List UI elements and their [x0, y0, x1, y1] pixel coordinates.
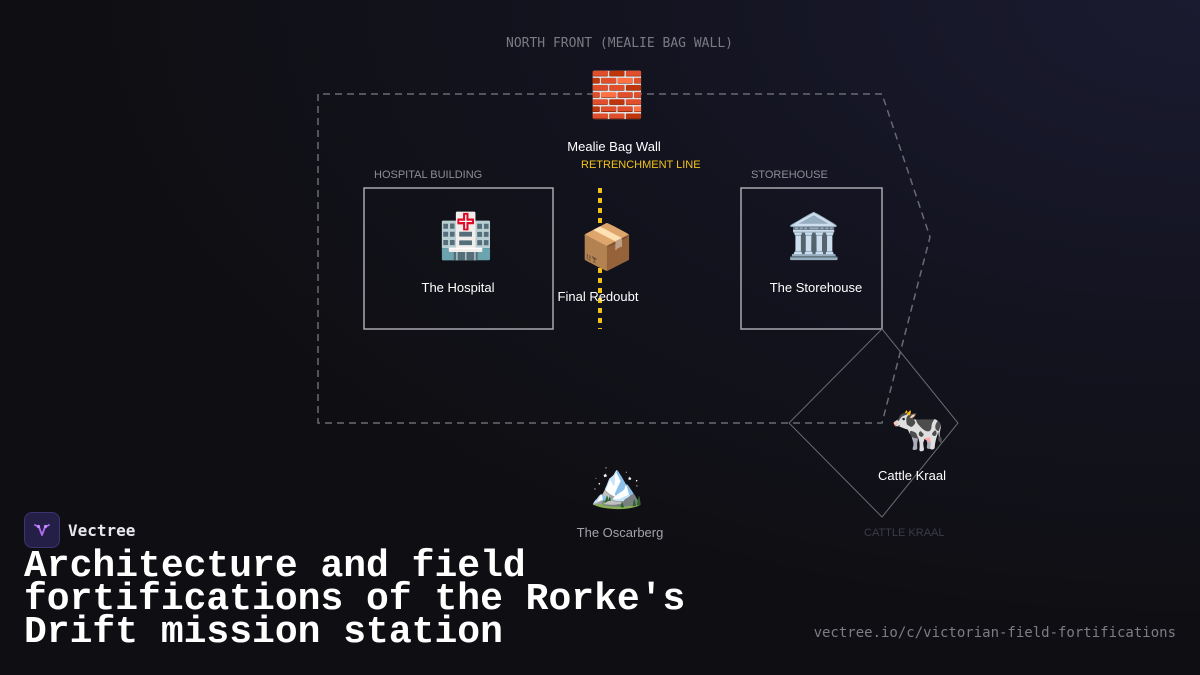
storehouse-region-label: STOREHOUSE [751, 169, 828, 181]
storehouse-label: The Storehouse [769, 280, 863, 295]
hospital-label: The Hospital [421, 280, 495, 295]
cow-icon[interactable]: 🐄 [890, 405, 946, 454]
brand[interactable]: Vectree [24, 512, 135, 548]
mealie-bag-wall-label: Mealie Bag Wall [567, 139, 661, 154]
final-redoubt-label: Final Redoubt [557, 289, 639, 304]
cattle-kraal-label: Cattle Kraal [878, 468, 946, 483]
package-icon[interactable]: 📦 [579, 223, 635, 272]
hospital-region-label: HOSPITAL BUILDING [374, 169, 483, 181]
snow-mountain-icon[interactable]: 🏔️ [589, 461, 645, 510]
cattle-kraal-outline [788, 328, 959, 518]
perimeter-outline [317, 93, 931, 424]
oscarberg-label: The Oscarberg [576, 525, 664, 540]
retrenchment-line-label: RETRENCHMENT LINE [581, 159, 701, 171]
brick-wall-icon[interactable]: 🧱 [589, 71, 645, 120]
page-title: Architecture and field fortifications of… [24, 545, 686, 654]
north-front-label: NORTH FRONT (MEALIE BAG WALL) [506, 36, 733, 51]
vectree-logo-icon [24, 512, 60, 548]
hospital-building-outline [363, 187, 554, 330]
storehouse-outline [740, 187, 883, 330]
cattle-kraal-region-label: CATTLE KRAAL [864, 527, 945, 539]
hospital-icon[interactable]: 🏥 [438, 212, 494, 261]
source-url[interactable]: vectree.io/c/victorian-field-fortificati… [813, 625, 1176, 641]
brand-name: Vectree [68, 520, 136, 540]
classical-building-icon[interactable]: 🏛️ [786, 212, 842, 261]
